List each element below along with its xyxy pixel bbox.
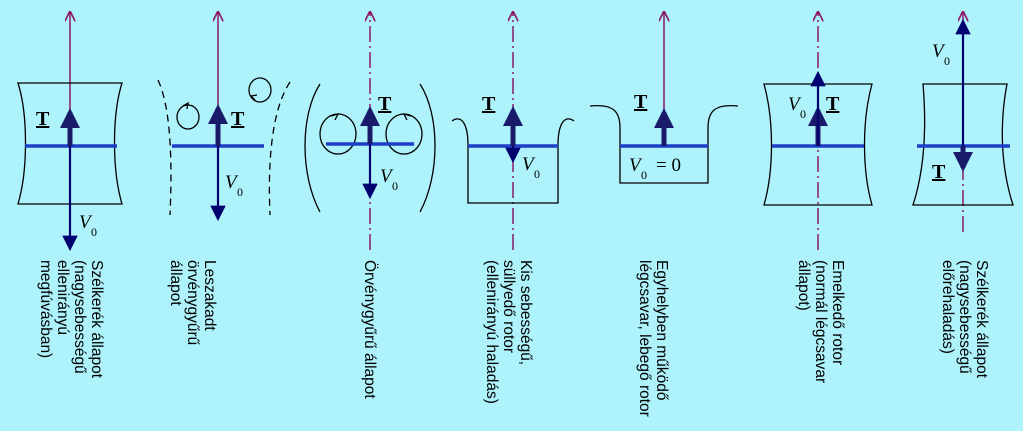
svg-text:V: V: [932, 41, 946, 62]
streamtube-outline: [17, 82, 123, 205]
state-3-vortex-ring: T V 0: [304, 12, 436, 250]
thrust-label: T: [231, 108, 245, 130]
thrust-label: T: [482, 93, 496, 115]
streamtube-outline: [451, 118, 575, 204]
state-2-detached-vortex-ring: T V 0: [157, 12, 291, 222]
svg-text:0: 0: [534, 167, 540, 181]
vortex-left: [176, 104, 200, 130]
svg-text:V: V: [79, 212, 93, 233]
velocity-label: V 0: [932, 41, 950, 68]
svg-text:V: V: [788, 94, 802, 115]
state-6-climb: T V 0: [763, 12, 873, 250]
thrust-label: T: [932, 161, 946, 183]
velocity-label: V 0: [380, 166, 398, 193]
vortex-right: [248, 77, 272, 103]
state-1-windmill-reverse: T V 0: [17, 12, 123, 252]
caption-state-7: Szélkerék állapot (nagysebességű előreha…: [939, 260, 990, 379]
thrust-label: T: [826, 93, 840, 115]
svg-text:V: V: [522, 154, 536, 175]
thrust-label: T: [378, 93, 392, 115]
svg-text:0: 0: [944, 54, 950, 68]
left-boundary: [304, 83, 321, 213]
left-dashed-boundary: [157, 79, 172, 216]
svg-text:V: V: [225, 172, 239, 193]
svg-text:0: 0: [800, 107, 806, 121]
svg-text:V: V: [380, 166, 394, 187]
state-7-windmill-forward: T V 0: [912, 12, 1014, 232]
streamtube-outline: [589, 104, 739, 184]
caption-state-5: Egyhelyben működő légcsavar, lebegő roto…: [636, 260, 670, 417]
state-5-hover: T V 0 = 0: [589, 12, 739, 184]
svg-text:0: 0: [91, 225, 97, 239]
caption-state-1: Szélkerék állapot (nagysebességű ellenir…: [37, 260, 105, 379]
velocity-label: V 0: [225, 172, 243, 199]
right-boundary: [419, 83, 436, 213]
caption-state-3: Örvénygyűrű állapot: [361, 260, 378, 399]
thrust-label: T: [634, 91, 648, 113]
vortex-right: [385, 113, 423, 155]
caption-state-6: Emelkedő rotor (normál légcsavar állapot…: [795, 260, 846, 384]
velocity-label: V 0: [522, 154, 540, 181]
streamtube-outline: [763, 83, 873, 206]
svg-text:= 0: = 0: [656, 155, 681, 176]
svg-text:0: 0: [641, 168, 647, 182]
caption-state-4: Kis sebességű, süllyedő rotor (ellenirán…: [483, 260, 534, 404]
velocity-label: V 0: [788, 94, 806, 121]
caption-state-2: Leszakadt örvénygyűrű állapot: [167, 260, 218, 346]
velocity-label: V 0: [79, 212, 97, 239]
svg-text:V: V: [629, 155, 643, 176]
thrust-label: T: [36, 108, 50, 130]
svg-text:0: 0: [237, 185, 243, 199]
svg-text:0: 0: [392, 179, 398, 193]
right-dashed-boundary: [268, 81, 291, 216]
vortex-left: [319, 113, 357, 155]
velocity-zero-label: V 0 = 0: [629, 155, 681, 182]
streamtube-outline: [912, 83, 1014, 206]
state-4-low-speed-descent: T V 0: [451, 12, 575, 250]
